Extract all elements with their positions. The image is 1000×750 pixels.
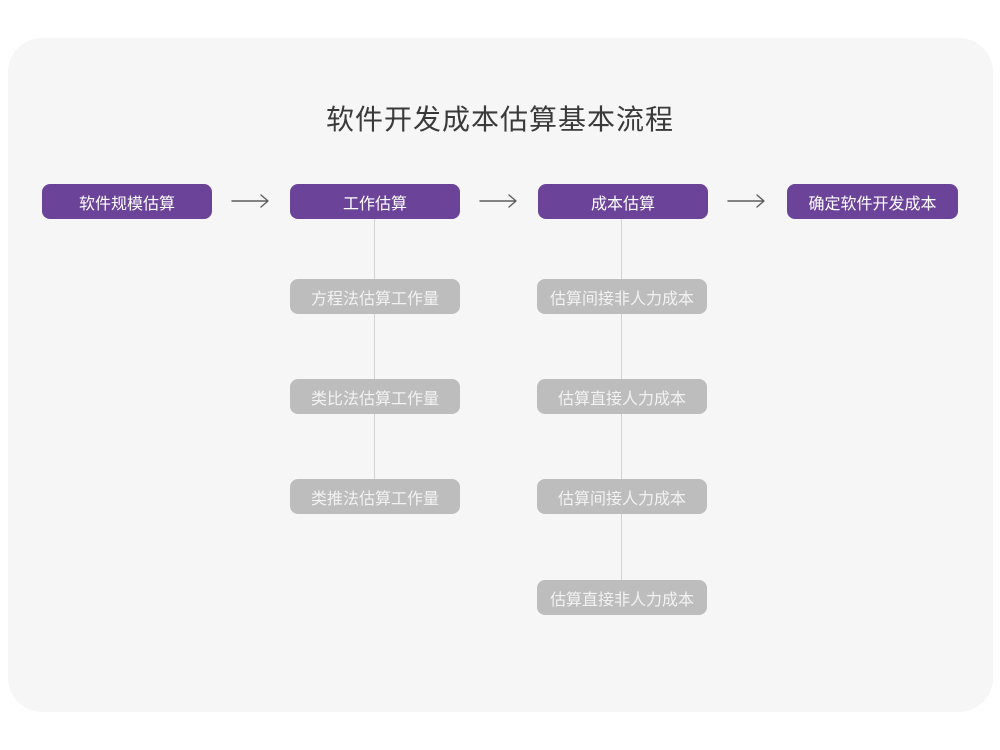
vertical-connector-line bbox=[374, 219, 375, 497]
sub-node-direct-nonlabor-cost: 估算直接非人力成本 bbox=[537, 580, 707, 615]
sub-node-equation-method-workload: 方程法估算工作量 bbox=[290, 279, 460, 314]
diagram-title: 软件开发成本估算基本流程 bbox=[325, 103, 674, 136]
flow-node-determine-development-cost: 确定软件开发成本 bbox=[787, 184, 958, 219]
right-arrow-icon bbox=[479, 193, 519, 209]
flow-node-cost-estimation: 成本估算 bbox=[538, 184, 708, 219]
sub-node-indirect-labor-cost: 估算间接人力成本 bbox=[537, 479, 707, 514]
right-arrow-icon bbox=[727, 193, 767, 209]
diagram-background-card bbox=[8, 38, 993, 712]
flow-node-software-scale-estimation: 软件规模估算 bbox=[42, 184, 212, 219]
sub-node-comparison-method-workload: 类比法估算工作量 bbox=[290, 379, 460, 414]
flow-node-work-estimation: 工作估算 bbox=[290, 184, 460, 219]
sub-node-indirect-nonlabor-cost: 估算间接非人力成本 bbox=[537, 279, 707, 314]
sub-node-analogy-method-workload: 类推法估算工作量 bbox=[290, 479, 460, 514]
sub-node-direct-labor-cost: 估算直接人力成本 bbox=[537, 379, 707, 414]
right-arrow-icon bbox=[231, 193, 271, 209]
